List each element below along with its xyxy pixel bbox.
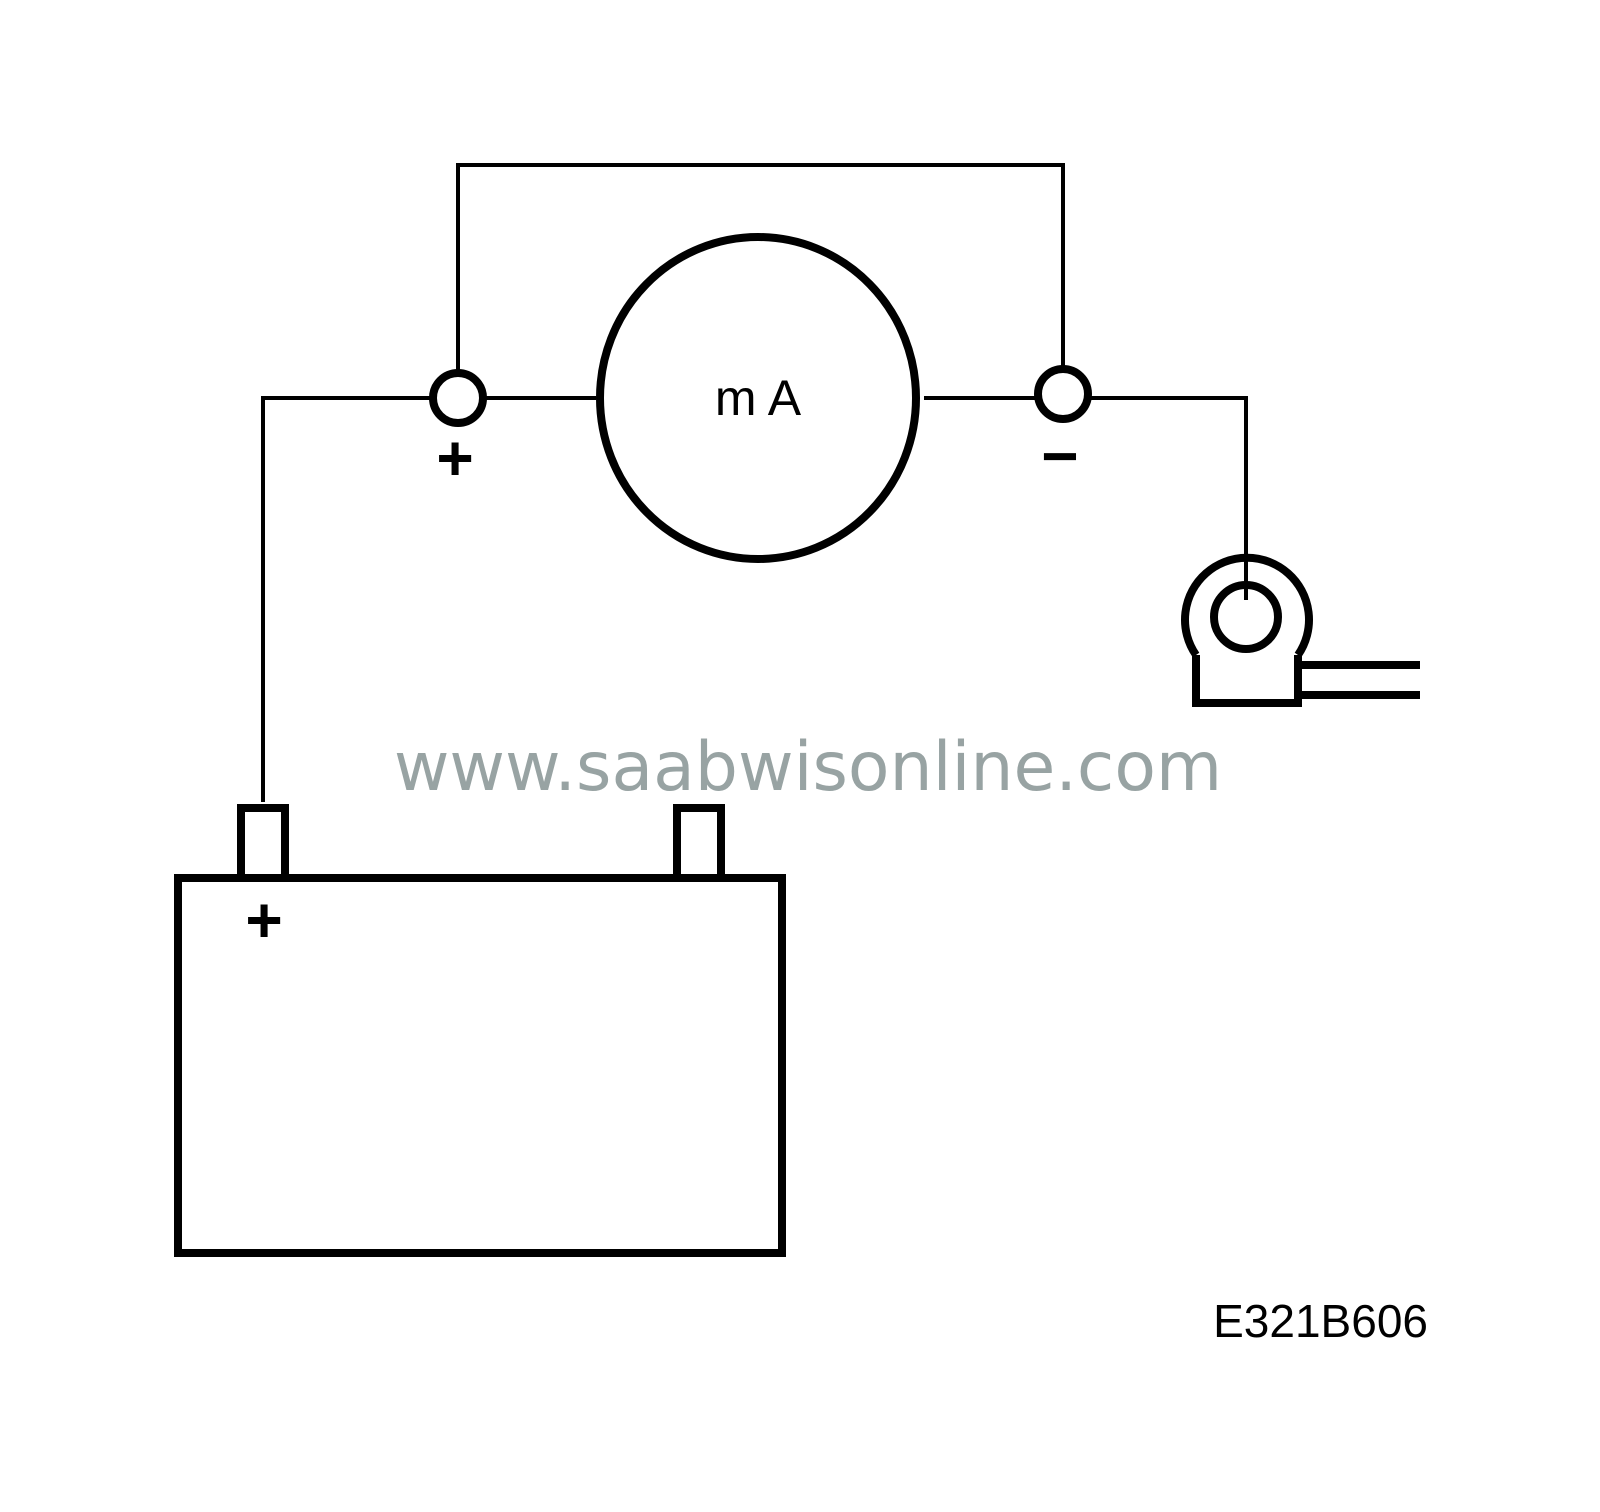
positive-terminal-label: + (436, 422, 473, 494)
milliammeter-icon (596, 233, 920, 563)
bypass-wire (456, 163, 1065, 372)
watermark: www.saabwisonline.com (394, 728, 1222, 807)
battery-icon (174, 804, 786, 1257)
figure-id: E321B606 (1213, 1295, 1428, 1347)
positive-terminal-icon (429, 369, 487, 427)
cable-lug-icon (1181, 553, 1420, 707)
battery-negative-post (673, 804, 725, 882)
battery-positive-wire (261, 396, 432, 802)
negative-terminal-icon (1034, 365, 1092, 423)
battery-positive-post (237, 804, 289, 882)
negative-cable-wire (1091, 396, 1248, 600)
negative-terminal-label: − (1041, 420, 1078, 492)
battery-positive-label: + (245, 884, 282, 956)
meter-label: m A (715, 370, 802, 426)
